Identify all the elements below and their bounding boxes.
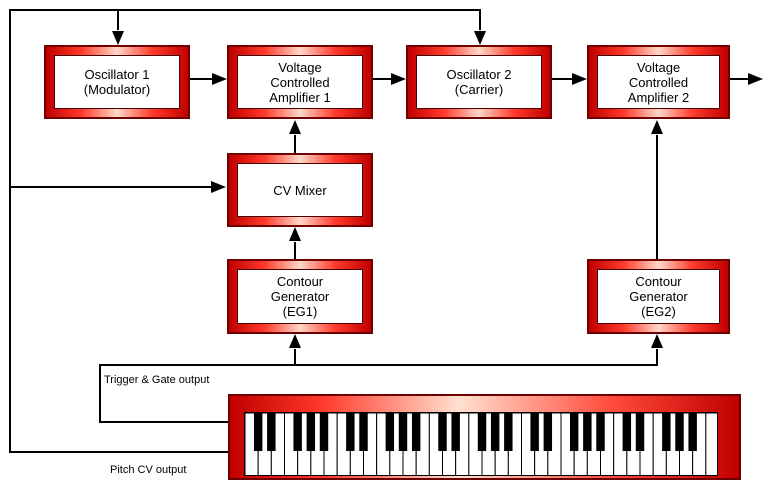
arrow-eg2-to-vca2 — [651, 120, 663, 134]
contour-generator-eg2-block: Contour Generator (EG2) — [587, 259, 730, 334]
vca-2-label: Voltage Controlled Amplifier 2 — [597, 55, 720, 109]
cv-mixer-line-1: CV Mixer — [273, 182, 327, 198]
black-key — [398, 413, 408, 451]
vca-1-label: Voltage Controlled Amplifier 1 — [237, 55, 363, 109]
oscillator-2-block: Oscillator 2 (Carrier) — [406, 45, 552, 119]
black-key — [543, 413, 553, 451]
arrow-into-osc2 — [474, 31, 486, 45]
arrow-mixer-to-vca1 — [289, 120, 301, 134]
black-key — [293, 413, 302, 451]
black-key — [635, 413, 645, 451]
black-key — [306, 413, 316, 451]
arrow-into-vca1 — [212, 73, 227, 85]
oscillator-1-block: Oscillator 1 (Modulator) — [44, 45, 190, 119]
black-key — [490, 413, 500, 451]
vca-1-line-1: Voltage — [278, 59, 322, 75]
eg1-line-2: Generator — [270, 289, 330, 304]
vca-1-line-2: Controlled — [270, 74, 330, 90]
arrow-into-osc2-left — [391, 73, 406, 85]
black-key — [411, 413, 421, 451]
cv-mixer-block: CV Mixer — [227, 153, 373, 227]
arrow-output — [748, 73, 763, 85]
oscillator-2-label: Oscillator 2 (Carrier) — [416, 55, 542, 109]
pitch-cv-output-label: Pitch CV output — [110, 464, 187, 476]
vca-2-line-3: Amplifier 2 — [627, 89, 690, 105]
black-key — [359, 413, 368, 451]
oscillator-1-label: Oscillator 1 (Modulator) — [54, 55, 180, 109]
arrow-into-eg1 — [289, 334, 301, 348]
eg1-line-3: (EG1) — [282, 304, 318, 319]
black-key — [596, 413, 605, 451]
eg2-line-3: (EG2) — [641, 304, 676, 319]
eg1-label: Contour Generator (EG1) — [237, 269, 363, 324]
cv-mixer-label: CV Mixer — [237, 163, 363, 217]
keyboard-keys — [244, 412, 718, 476]
black-key — [675, 413, 684, 451]
black-key — [583, 413, 592, 451]
arrow-into-mixer — [211, 181, 226, 193]
black-key — [346, 413, 355, 451]
contour-generator-eg1-block: Contour Generator (EG1) — [227, 259, 373, 334]
black-key — [253, 413, 263, 451]
vca-2-line-2: Controlled — [628, 74, 689, 90]
vca-2-block: Voltage Controlled Amplifier 2 — [587, 45, 730, 119]
trigger-gate-output-label: Trigger & Gate output — [104, 374, 210, 386]
arrow-into-eg2 — [651, 334, 663, 348]
arrow-into-vca2 — [572, 73, 587, 85]
eg2-label: Contour Generator (EG2) — [597, 269, 720, 324]
vca-2-line-1: Voltage — [636, 59, 681, 75]
trigger-gate-wire — [99, 349, 658, 423]
black-key — [569, 413, 579, 451]
vca-1-line-3: Amplifier 1 — [269, 89, 331, 105]
black-key — [267, 413, 276, 451]
oscillator-1-line-2: (Modulator) — [83, 82, 151, 97]
black-key — [622, 413, 632, 451]
black-key — [385, 413, 395, 451]
black-key — [477, 413, 487, 451]
eg2-line-2: Generator — [629, 289, 688, 304]
eg2-line-1: Contour — [635, 274, 682, 289]
arrow-into-osc1 — [112, 31, 124, 45]
oscillator-1-line-1: Oscillator 1 — [84, 67, 150, 82]
arrow-eg1-to-mixer — [289, 227, 301, 241]
black-key — [504, 413, 513, 451]
pitch-cv-wire — [9, 9, 481, 453]
oscillator-2-line-2: (Carrier) — [454, 82, 504, 97]
black-key — [438, 413, 447, 451]
black-key — [319, 413, 329, 451]
vca-1-block: Voltage Controlled Amplifier 1 — [227, 45, 373, 119]
black-key — [451, 413, 460, 451]
black-key — [662, 413, 671, 451]
white-key — [705, 413, 717, 475]
black-key — [530, 413, 539, 451]
eg1-line-1: Contour — [276, 274, 324, 289]
oscillator-2-line-1: Oscillator 2 — [446, 67, 512, 82]
black-key — [688, 413, 697, 451]
